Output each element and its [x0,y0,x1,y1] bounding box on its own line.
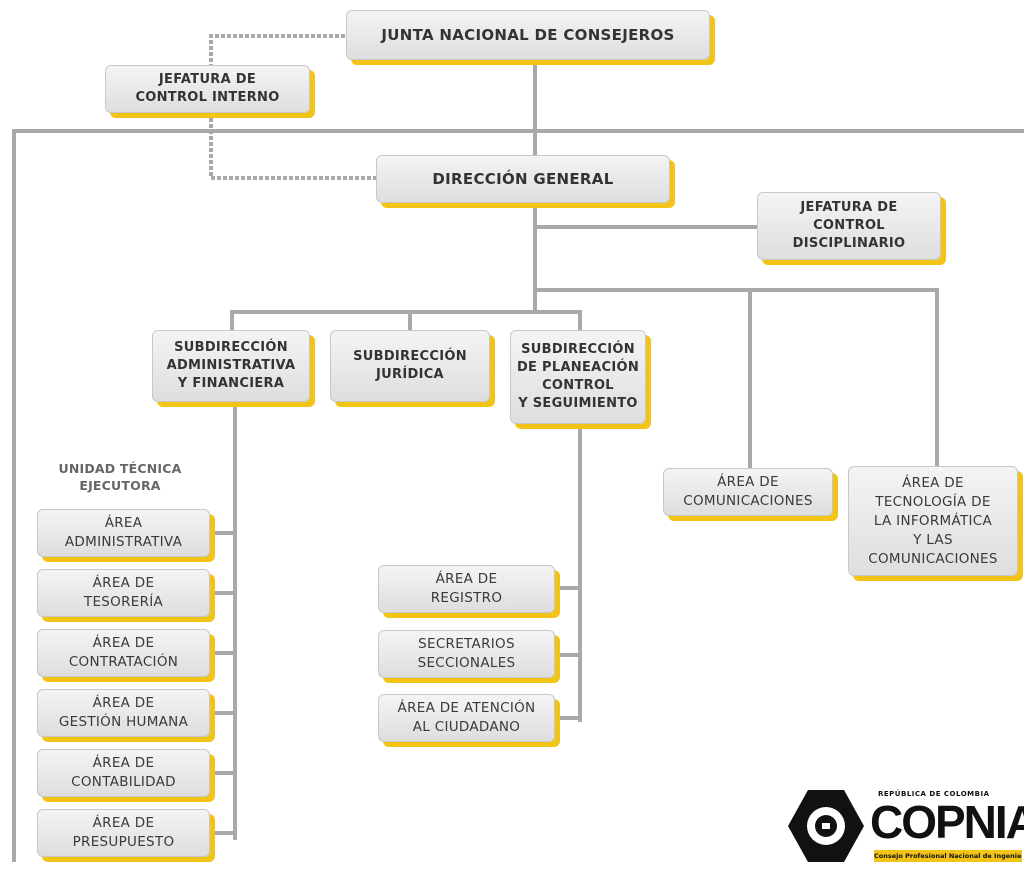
planning-area-box: SECRETARIOS SECCIONALES [378,630,555,678]
director-box: DIRECCIÓN GENERAL [376,155,670,203]
sub-admin-box: SUBDIRECCIÓN ADMINISTRATIVA Y FINANCIERA [152,330,310,402]
sub-legal-label: SUBDIRECCIÓN JURÍDICA [353,349,467,382]
tech-box: ÁREA DE TECNOLOGÍA DE LA INFORMÁTICA Y L… [848,466,1018,576]
planning-area-box: ÁREA DE ATENCIÓN AL CIUDADANO [378,694,555,742]
copnia-emblem-icon [788,790,864,862]
unit-title: UNIDAD TÉCNICA EJECUTORA [58,461,182,493]
board-label: JUNTA NACIONAL DE CONSEJEROS [381,26,675,44]
admin-area-label: ÁREA DE CONTABILIDAD [71,755,176,790]
comms-box: ÁREA DE COMUNICACIONES [663,468,833,516]
planning-area-label: ÁREA DE ATENCIÓN AL CIUDADANO [397,700,536,735]
logo-superscript: REPÚBLICA DE COLOMBIA [878,790,990,798]
board-box: JUNTA NACIONAL DE CONSEJEROS [346,10,710,60]
sub-admin-label: SUBDIRECCIÓN ADMINISTRATIVA Y FINANCIERA [166,340,296,391]
admin-area-box: ÁREA DE PRESUPUESTO [37,809,210,857]
admin-area-label: ÁREA DE GESTIÓN HUMANA [58,695,189,730]
internal-control-label: JEFATURA DE CONTROL INTERNO [135,72,280,105]
copnia-logo: REPÚBLICA DE COLOMBIA COPNIA Consejo Pro… [786,786,1024,866]
planning-area-box: ÁREA DE REGISTRO [378,565,555,613]
admin-area-label: ÁREA ADMINISTRATIVA [64,515,183,550]
admin-area-box: ÁREA DE TESORERÍA [37,569,210,617]
logo-subtitle: Consejo Profesional Nacional de Ingenier… [874,850,1022,862]
admin-area-box: ÁREA ADMINISTRATIVA [37,509,210,557]
planning-area-label: ÁREA DE REGISTRO [430,571,503,606]
admin-area-box: ÁREA DE CONTABILIDAD [37,749,210,797]
admin-area-label: ÁREA DE PRESUPUESTO [72,815,175,850]
tech-label: ÁREA DE TECNOLOGÍA DE LA INFORMÁTICA Y L… [868,474,998,567]
planning-area-label: SECRETARIOS SECCIONALES [417,636,516,671]
sub-planning-label: SUBDIRECCIÓN DE PLANEACIÓN CONTROL Y SEG… [516,342,640,411]
admin-area-label: ÁREA DE TESORERÍA [83,575,164,610]
admin-area-box: ÁREA DE GESTIÓN HUMANA [37,689,210,737]
comms-label: ÁREA DE COMUNICACIONES [683,474,813,509]
sub-planning-box: SUBDIRECCIÓN DE PLANEACIÓN CONTROL Y SEG… [510,330,646,424]
sub-legal-box: SUBDIRECCIÓN JURÍDICA [330,330,490,402]
logo-wordmark: COPNIA [870,796,1024,848]
disciplinary-label: JEFATURA DE CONTROL DISCIPLINARIO [792,200,906,251]
director-label: DIRECCIÓN GENERAL [432,170,614,188]
admin-area-box: ÁREA DE CONTRATACIÓN [37,629,210,677]
internal-control-box: JEFATURA DE CONTROL INTERNO [105,65,310,113]
admin-area-label: ÁREA DE CONTRATACIÓN [68,635,179,670]
disciplinary-box: JEFATURA DE CONTROL DISCIPLINARIO [757,192,941,260]
